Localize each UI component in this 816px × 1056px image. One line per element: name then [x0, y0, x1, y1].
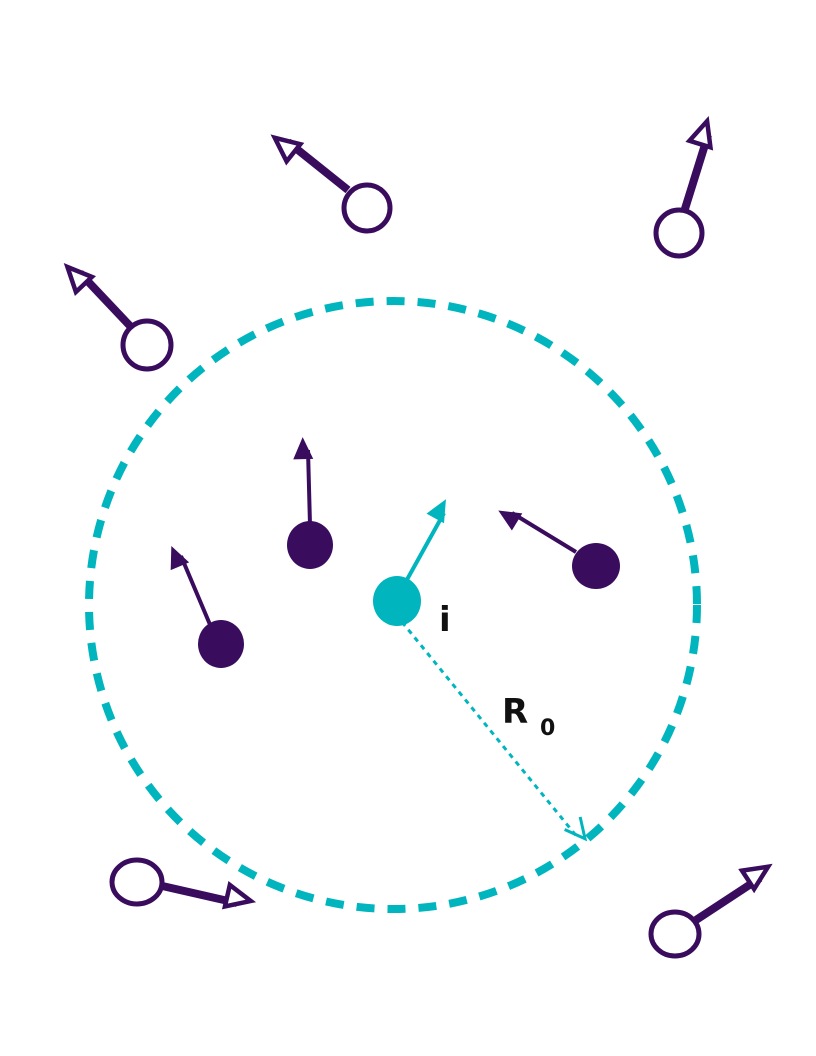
particle-marker — [198, 620, 244, 668]
outer-particle — [270, 134, 393, 234]
inner-particles — [170, 437, 620, 668]
outer-particles — [63, 115, 773, 959]
velocity-arrow — [693, 863, 773, 924]
radius-arrow — [400, 621, 588, 842]
inner-particle — [287, 437, 333, 569]
particle-marker — [572, 543, 620, 589]
outer-particle — [648, 863, 773, 959]
particle-marker — [109, 857, 165, 907]
outer-particle — [109, 857, 257, 910]
outer-particle — [63, 263, 174, 372]
focal-particle-marker — [373, 576, 421, 626]
radius-label-main: R — [502, 692, 528, 732]
particle-marker — [120, 318, 174, 372]
focal-particle-label: i — [439, 600, 451, 640]
particle-marker — [653, 207, 705, 259]
velocity-arrow — [680, 115, 714, 214]
outer-particle — [653, 115, 714, 259]
particle-marker — [287, 521, 333, 569]
inner-particle — [498, 510, 620, 589]
particle-marker — [648, 909, 702, 959]
particle-marker — [341, 182, 393, 234]
velocity-arrow — [293, 437, 314, 526]
velocity-arrow — [157, 881, 257, 910]
interaction-radius-circle — [85, 297, 701, 913]
inner-particle — [170, 545, 244, 668]
velocity-arrow — [170, 545, 213, 628]
radius-label-subscript: 0 — [540, 716, 555, 741]
velocity-arrow — [498, 510, 578, 554]
velocity-arrow — [270, 134, 351, 194]
radius-label: R 0 — [502, 692, 555, 741]
focal-particle: i — [373, 499, 451, 640]
focal-velocity-arrow — [402, 499, 446, 586]
velocity-arrow — [63, 263, 134, 330]
